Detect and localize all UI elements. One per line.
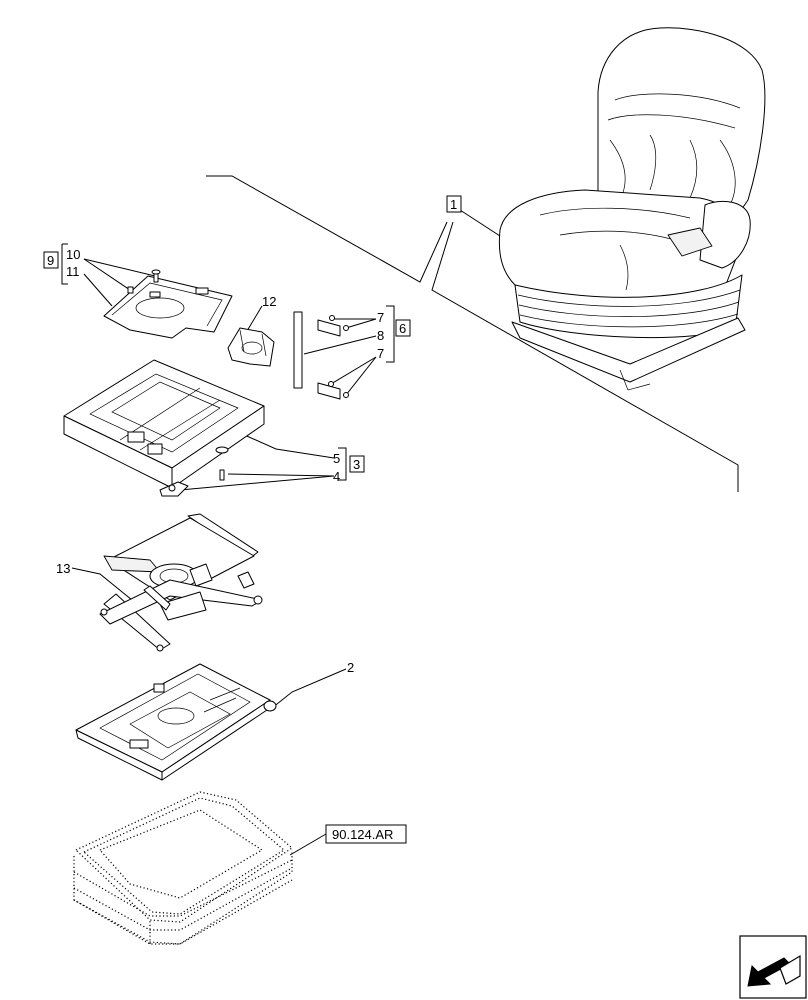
part-slide-frame xyxy=(63,359,265,497)
part-bracket-12 xyxy=(227,327,275,367)
callout-2: 2 xyxy=(347,660,354,675)
callout-6: 6 xyxy=(399,321,406,336)
part-top-plate xyxy=(103,269,233,339)
callout-10: 10 xyxy=(66,247,80,262)
callout-4: 4 xyxy=(333,469,340,484)
callout-7b: 7 xyxy=(377,346,384,361)
callout-box-1 xyxy=(446,195,462,213)
callout-box-9 xyxy=(43,251,59,269)
callout-9: 9 xyxy=(47,253,54,268)
part-strap-kit xyxy=(293,311,349,400)
callout-13: 13 xyxy=(56,561,70,576)
seat-assembly xyxy=(498,27,766,391)
part-scissor-mechanism xyxy=(99,513,263,652)
callout-12: 12 xyxy=(262,294,276,309)
reference-code: 90.124.AR xyxy=(332,827,393,842)
part-base-plate xyxy=(75,663,277,781)
callout-3: 3 xyxy=(353,457,360,472)
part-reference-cushion xyxy=(73,791,293,945)
callout-5: 5 xyxy=(333,451,340,466)
callout-11: 11 xyxy=(66,264,80,279)
next-page-arrow-icon[interactable] xyxy=(739,935,807,999)
callout-8: 8 xyxy=(377,328,384,343)
reference-box xyxy=(325,824,407,844)
leader-lines xyxy=(61,175,739,856)
callout-7a: 7 xyxy=(377,310,384,325)
callout-box-3 xyxy=(349,455,365,473)
callout-1: 1 xyxy=(450,197,457,212)
callout-box-6 xyxy=(395,319,411,337)
